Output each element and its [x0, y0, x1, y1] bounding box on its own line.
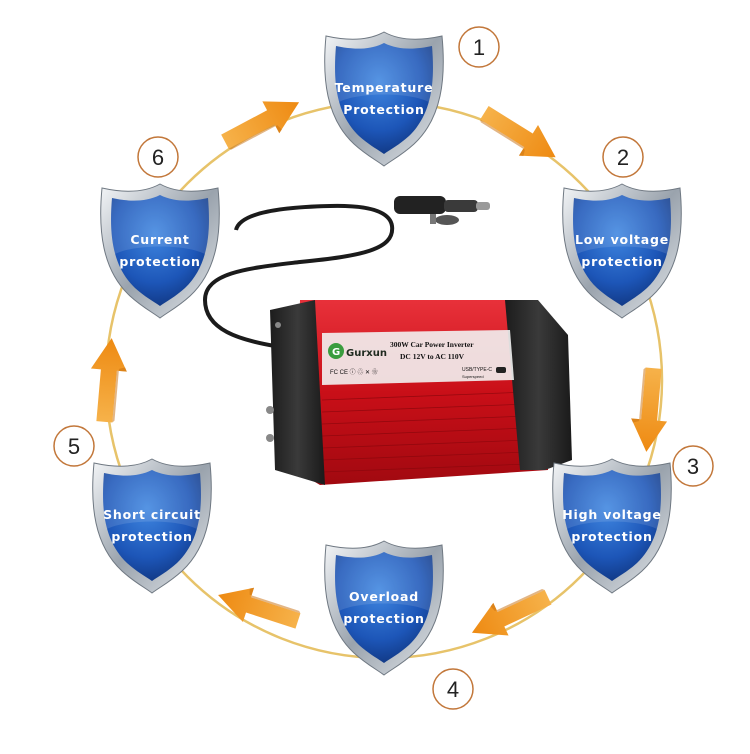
cert-marks: FC CE ⓘ ♲ ✕ ❀ [330, 368, 378, 376]
svg-text:G: G [332, 347, 340, 358]
feature-title-line1: Low voltage [575, 232, 669, 247]
feature-title-line2: protection [343, 611, 424, 626]
feature-shield-6: Current protection [100, 183, 220, 319]
inverter-cap-right [505, 300, 572, 470]
step-number: 2 [617, 145, 629, 170]
flow-arrow-icon [221, 101, 300, 150]
flow-arrow-icon [631, 367, 668, 452]
feature-shield-3: High voltage protection [552, 458, 672, 594]
feature-shield-5: Short circuit protection [92, 458, 212, 594]
step-number: 6 [152, 145, 164, 170]
brand-name: Gurxun [346, 348, 387, 359]
flow-arrow-icon [471, 589, 552, 636]
feature-title-line1: Temperature [335, 80, 434, 95]
step-number: 4 [447, 677, 459, 702]
step-number-badge-5: 5 [53, 425, 95, 467]
feature-title-line1: High voltage [562, 507, 661, 522]
step-number-badge-4: 4 [432, 668, 474, 710]
inverter-label-panel [322, 330, 514, 385]
product-subtitle: DC 12V to AC 110V [400, 352, 465, 361]
feature-title-line2: protection [571, 529, 652, 544]
port-label: USB/TYPE-C [462, 367, 492, 373]
feature-title-line1: Current [130, 232, 189, 247]
feature-title-line1: Short circuit [103, 507, 201, 522]
feature-title-line2: protection [111, 529, 192, 544]
step-number-badge-6: 6 [137, 136, 179, 178]
power-cable [202, 203, 395, 348]
step-number-badge-2: 2 [602, 136, 644, 178]
flow-arrow-icon [218, 587, 301, 629]
inverter-product: G Gurxun 300W Car Power Inverter DC 12V … [202, 196, 572, 485]
brand-logo-icon [328, 343, 344, 359]
feature-shield-4: Overload protection [324, 540, 444, 676]
port-sub-label: Superspeed [462, 374, 484, 379]
cigarette-plug [394, 196, 490, 225]
step-number-badge-3: 3 [672, 445, 714, 487]
flow-arrow-icon [480, 105, 556, 158]
flow-arrows [90, 101, 668, 636]
inverter-fins [321, 391, 529, 473]
feature-title-line2: protection [581, 254, 662, 269]
flow-arrow-icon [90, 338, 127, 423]
step-number: 1 [473, 35, 485, 60]
step-number: 5 [68, 434, 80, 459]
step-number-badge-1: 1 [458, 26, 500, 68]
usb-port-icon [496, 367, 506, 373]
product-title: 300W Car Power Inverter [390, 340, 474, 349]
feature-title-line2: Protection [343, 102, 425, 117]
step-number: 3 [687, 454, 699, 479]
feature-title-line1: Overload [349, 589, 419, 604]
feature-title-line2: protection [119, 254, 200, 269]
inverter-cap-left [270, 300, 325, 485]
feature-shield-2: Low voltage protection [562, 183, 682, 319]
